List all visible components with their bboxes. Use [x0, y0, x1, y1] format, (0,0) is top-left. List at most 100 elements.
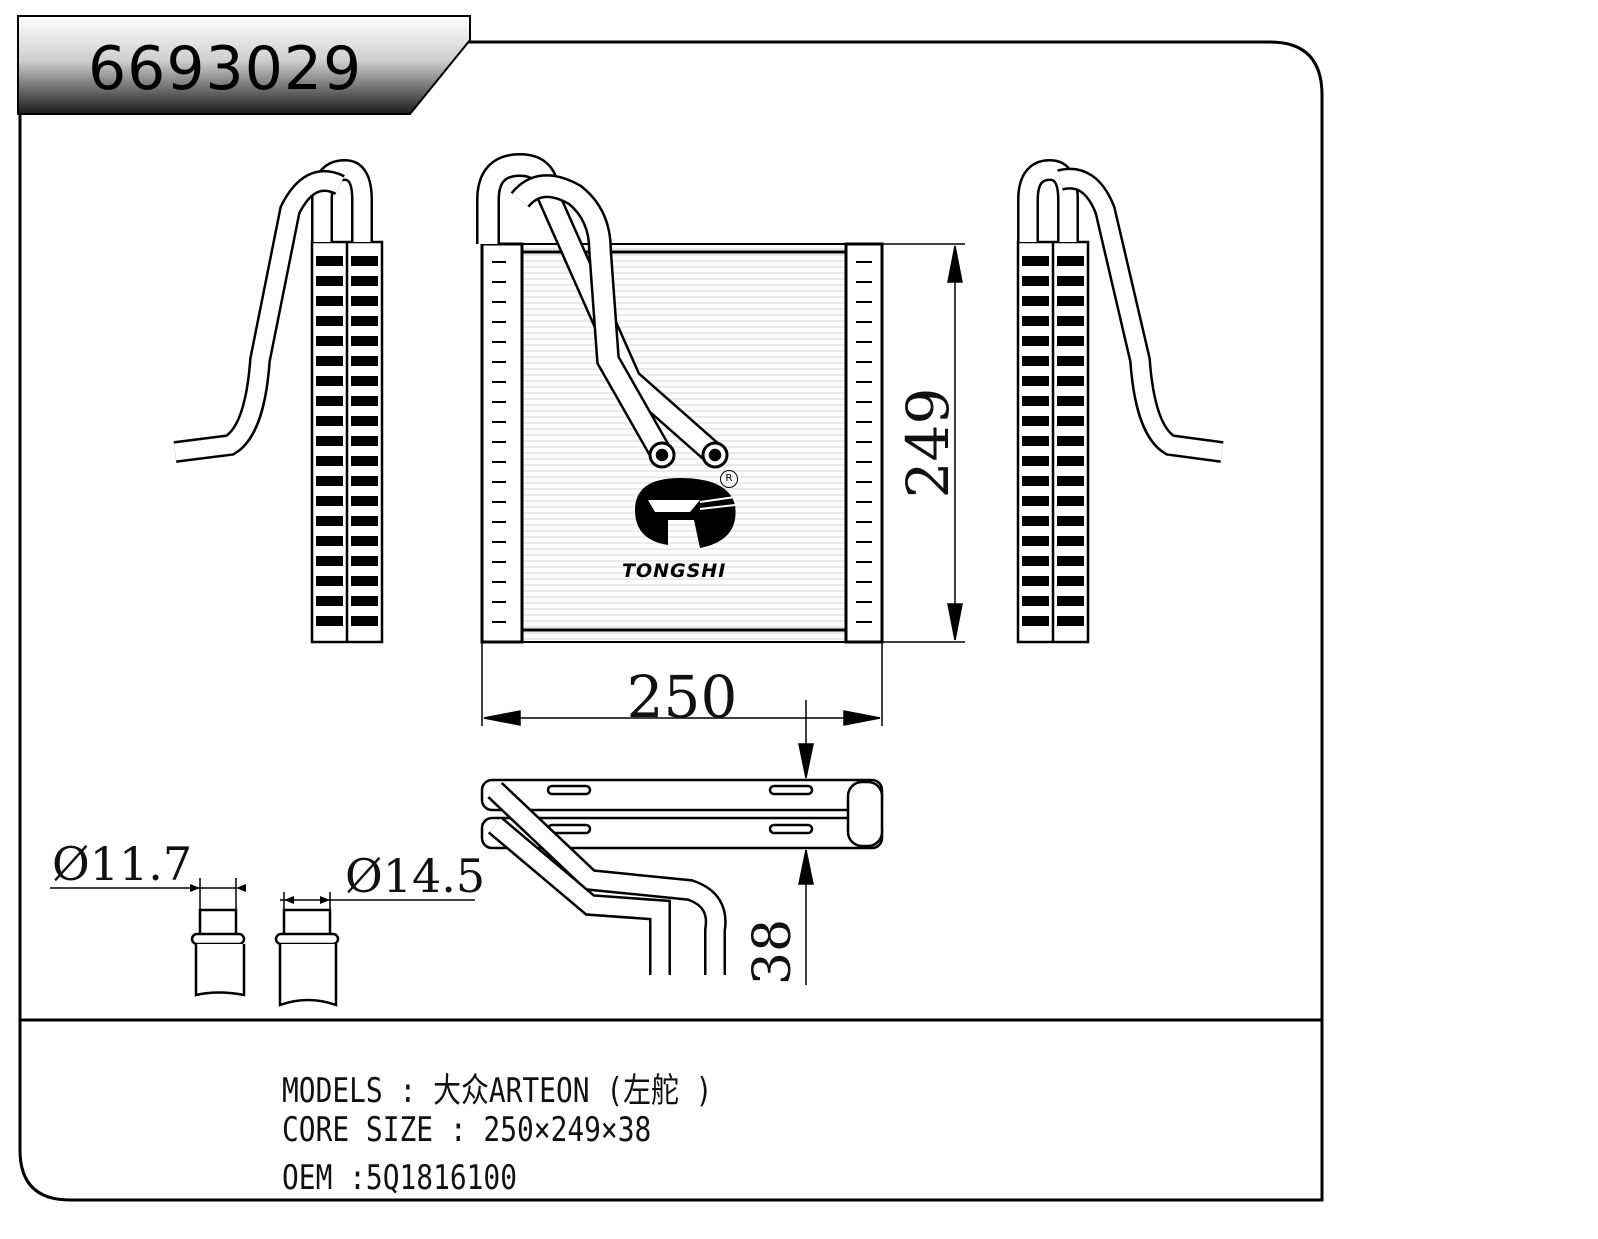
models-line: MODELS : 大众ARTEON (左舵 ) — [282, 1071, 713, 1111]
fin-row — [316, 576, 343, 586]
depth-label: 38 — [743, 919, 803, 985]
right-side-pipes — [1017, 158, 1224, 463]
fin-row — [316, 596, 343, 606]
fin-row — [1057, 616, 1084, 626]
fin-row — [351, 316, 378, 326]
front-manifold-slots — [492, 261, 872, 623]
fin-row — [351, 276, 378, 286]
fin-row — [1022, 296, 1049, 306]
fin-row — [351, 256, 378, 266]
fin-row — [1057, 356, 1084, 366]
fin-row — [1057, 296, 1084, 306]
fin-row — [351, 416, 378, 426]
fin-row — [1022, 456, 1049, 466]
front-view — [480, 242, 884, 644]
fin-row — [1057, 456, 1084, 466]
fin-row — [1057, 496, 1084, 506]
pipe-small-detail — [50, 878, 246, 997]
fin-row — [316, 416, 343, 426]
fin-row — [1022, 376, 1049, 386]
fin-row — [316, 456, 343, 466]
fin-row — [1022, 316, 1049, 326]
height-label: 249 — [894, 388, 962, 499]
fin-row — [1022, 396, 1049, 406]
fin-row — [1022, 536, 1049, 546]
registered-mark-icon: R — [720, 470, 738, 488]
fin-row — [1057, 536, 1084, 546]
fin-row — [316, 356, 343, 366]
fin-row — [1057, 376, 1084, 386]
top-view — [480, 778, 884, 850]
part-number: 6693029 — [88, 34, 363, 104]
fin-row — [351, 576, 378, 586]
fin-row — [351, 356, 378, 366]
fin-row — [1022, 576, 1049, 586]
fin-row — [1022, 256, 1049, 266]
front-pipes — [476, 152, 729, 469]
tongshi-logo-icon — [635, 478, 736, 548]
height-dimension — [882, 243, 965, 643]
fin-row — [1057, 396, 1084, 406]
oem-line: OEM :5Q1816100 — [282, 1158, 517, 1198]
fin-row — [316, 336, 343, 346]
fin-row — [1057, 276, 1084, 286]
fin-row — [316, 616, 343, 626]
fin-row — [351, 536, 378, 546]
fin-row — [1022, 336, 1049, 346]
width-dimension — [481, 642, 883, 726]
fin-row — [316, 496, 343, 506]
left-side-pipes — [173, 158, 373, 463]
fin-row — [1057, 576, 1084, 586]
fin-row — [1022, 356, 1049, 366]
fin-row — [351, 556, 378, 566]
left-side-fins — [316, 256, 378, 626]
fin-row — [1022, 596, 1049, 606]
fin-row — [316, 256, 343, 266]
fin-row — [316, 536, 343, 546]
fin-row — [316, 436, 343, 446]
fin-row — [351, 516, 378, 526]
fin-row — [1057, 316, 1084, 326]
fin-row — [351, 376, 378, 386]
fin-row — [316, 556, 343, 566]
fin-row — [351, 296, 378, 306]
fin-row — [351, 436, 378, 446]
fin-row — [316, 376, 343, 386]
fin-row — [351, 456, 378, 466]
fin-row — [1022, 436, 1049, 446]
fin-row — [351, 496, 378, 506]
fin-row — [316, 396, 343, 406]
fin-row — [351, 336, 378, 346]
fin-row — [316, 316, 343, 326]
fin-row — [1057, 256, 1084, 266]
fin-row — [316, 296, 343, 306]
fin-row — [1057, 556, 1084, 566]
right-side-fins — [1022, 256, 1084, 626]
fin-row — [316, 276, 343, 286]
fin-row — [1057, 516, 1084, 526]
pipe-small-label: Ø11.7 — [52, 837, 192, 891]
core-size-line: CORE SIZE : 250×249×38 — [282, 1110, 652, 1150]
fin-row — [316, 516, 343, 526]
top-view-pipes — [487, 782, 727, 975]
fin-row — [1057, 336, 1084, 346]
brand-name: TONGSHI — [622, 560, 727, 582]
fin-row — [1022, 276, 1049, 286]
fin-row — [351, 476, 378, 486]
fin-row — [351, 616, 378, 626]
fin-row — [1057, 436, 1084, 446]
fin-row — [1057, 476, 1084, 486]
fin-row — [351, 396, 378, 406]
part-number-banner: 6693029 — [0, 14, 470, 114]
fin-row — [1022, 616, 1049, 626]
depth-dimension — [798, 700, 814, 985]
pipe-large-label: Ø14.5 — [345, 849, 485, 903]
pipe-large-detail — [274, 892, 475, 1007]
width-label: 250 — [627, 663, 738, 731]
fin-row — [1022, 496, 1049, 506]
fin-row — [1022, 556, 1049, 566]
fin-row — [1022, 476, 1049, 486]
fin-row — [1022, 416, 1049, 426]
